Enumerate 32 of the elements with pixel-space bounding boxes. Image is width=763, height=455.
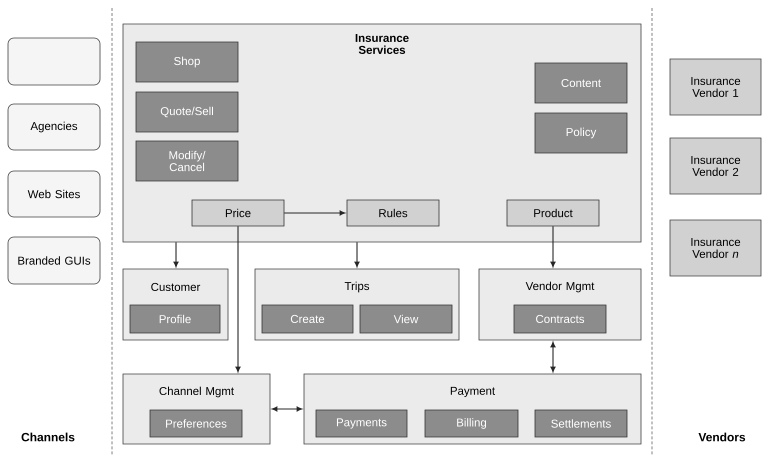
component-box: Modify/ Cancel (136, 140, 238, 182)
channel-box: Branded GUIs (8, 236, 100, 284)
channel-box (8, 38, 100, 86)
channel-box: Web Sites (8, 170, 100, 218)
component-box: Payments (316, 410, 408, 438)
component-box: Settlements (534, 410, 628, 438)
service-box: Price (192, 200, 284, 226)
vendor-box: Insurance Vendor 1 (670, 58, 762, 116)
channel-box: Agencies (8, 104, 100, 150)
component-box: Quote/Sell (136, 92, 238, 132)
component-box: View (360, 304, 452, 334)
component-box: Preferences (150, 410, 242, 438)
component-box: Content (534, 62, 628, 104)
arrow (174, 242, 179, 268)
vendor-box: Insurance Vendor n (670, 220, 762, 276)
component-box: Policy (534, 112, 628, 154)
arrow (354, 242, 360, 268)
component-box: Profile (130, 304, 220, 334)
vendor-box: Insurance Vendor 2 (670, 138, 762, 194)
section-label: Vendors (698, 432, 746, 442)
component-box: Billing (424, 410, 518, 438)
arrow (550, 226, 556, 268)
arrow (284, 210, 346, 216)
component-box: Shop (136, 42, 238, 82)
component-box: Contracts (514, 304, 606, 334)
arrow (272, 406, 302, 412)
service-box: Rules (346, 200, 440, 226)
arrow (550, 342, 556, 372)
service-box: Product (506, 200, 600, 226)
component-box: Create (262, 304, 354, 334)
section-label: Channels (22, 432, 74, 442)
arrow (236, 226, 241, 372)
